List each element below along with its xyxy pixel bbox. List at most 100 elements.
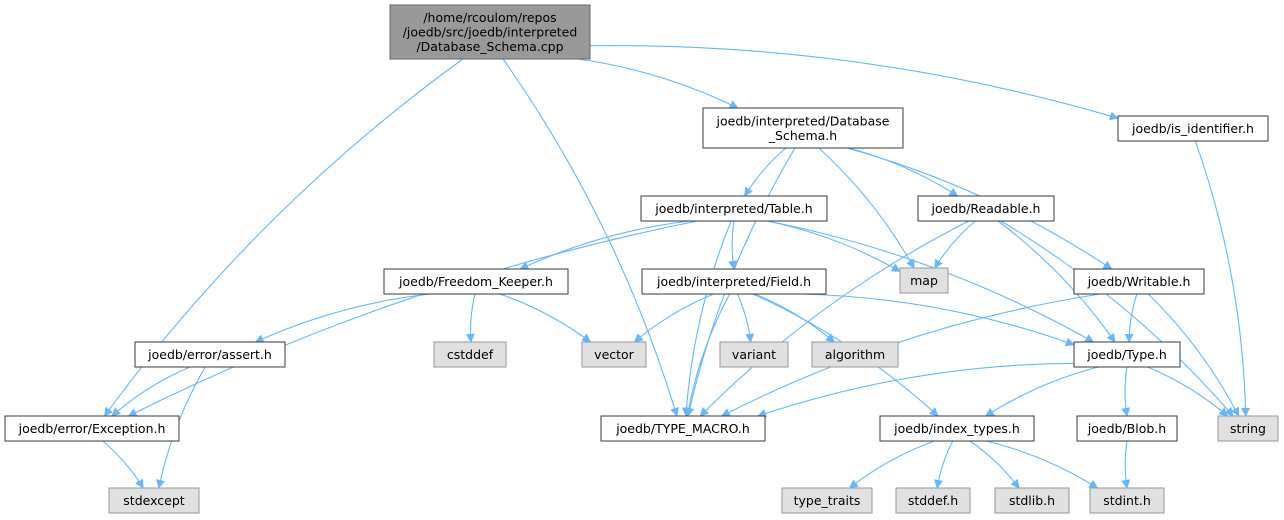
edge-indextypes-to-stdinth — [986, 440, 1099, 489]
node-typemacro[interactable]: joedb/TYPE_MACRO.h — [600, 415, 766, 442]
node-indextypes[interactable]: joedb/index_types.h — [879, 415, 1035, 442]
edge-field-to-type — [801, 293, 1075, 347]
node-box — [994, 487, 1070, 514]
node-box — [1217, 415, 1279, 442]
edge-table-to-typemacro — [681, 220, 732, 417]
node-box — [895, 487, 971, 514]
node-variant: variant — [719, 341, 789, 368]
edge-readable-to-type — [997, 220, 1116, 343]
node-map: map — [899, 267, 949, 294]
node-box — [1076, 415, 1178, 442]
node-box — [1089, 487, 1165, 514]
node-box — [581, 341, 647, 368]
node-typetraits: type_traits — [781, 487, 873, 514]
edge-indextypes-to-typetraits — [848, 440, 935, 489]
edge-field-to-variant — [736, 293, 755, 343]
node-blob[interactable]: joedb/Blob.h — [1076, 415, 1178, 442]
edge-writable-to-string — [1147, 293, 1240, 417]
node-stdinth: stdint.h — [1089, 487, 1165, 514]
node-assert[interactable]: joedb/error/assert.h — [134, 341, 286, 368]
edge-freedom-to-assert — [254, 293, 431, 343]
node-box — [811, 341, 899, 368]
node-box — [879, 415, 1035, 442]
edge-field-to-vector — [633, 293, 714, 343]
edge-writable-to-typemacro — [720, 293, 1101, 417]
edge-root-to-isident — [589, 45, 1119, 121]
edge-dbschema-to-table — [744, 147, 787, 197]
edge-isident-to-string — [1194, 140, 1251, 417]
node-box — [719, 341, 789, 368]
node-label: stdexcept — [123, 493, 184, 508]
node-label: map — [910, 273, 938, 288]
node-label: variant — [732, 347, 776, 362]
node-stdexcept: stdexcept — [108, 487, 200, 514]
node-label: joedb/Freedom_Keeper.h — [398, 274, 553, 289]
edge-field-to-algorithm — [754, 293, 835, 343]
node-label: joedb/Type.h — [1086, 347, 1167, 362]
node-label: stdlib.h — [1009, 493, 1055, 508]
node-label: string — [1230, 421, 1266, 436]
node-freedom[interactable]: joedb/Freedom_Keeper.h — [383, 268, 569, 295]
node-isident[interactable]: joedb/is_identifier.h — [1117, 115, 1269, 142]
edge-blob-to-stdinth — [1121, 440, 1131, 489]
node-box — [134, 341, 286, 368]
node-label: vector — [594, 347, 635, 362]
node-algorithm: algorithm — [811, 341, 899, 368]
node-box — [600, 415, 766, 442]
node-box — [389, 4, 591, 60]
node-label: joedb/is_identifier.h — [1131, 121, 1254, 136]
node-cstddef: cstddef — [433, 341, 507, 368]
node-label: algorithm — [825, 347, 885, 362]
node-box — [433, 341, 507, 368]
node-label: cstddef — [447, 347, 494, 362]
node-label: joedb/Blob.h — [1087, 421, 1166, 436]
edge-table-to-field — [728, 220, 738, 270]
node-box — [1073, 341, 1181, 368]
edge-readable-to-typemacro — [699, 220, 970, 417]
node-box — [641, 268, 827, 295]
edge-root-to-typemacro — [502, 58, 679, 417]
node-readable[interactable]: joedb/Readable.h — [917, 195, 1055, 222]
node-label: joedb/interpreted/Database — [716, 113, 890, 128]
edge-indextypes-to-stdlibh — [969, 440, 1020, 489]
node-box — [383, 268, 569, 295]
node-table[interactable]: joedb/interpreted/Table.h — [640, 195, 828, 222]
edge-indextypes-to-stddefh — [934, 440, 954, 489]
node-box — [899, 267, 949, 294]
node-root: /home/rcoulom/repos/joedb/src/joedb/inte… — [389, 4, 591, 60]
edge-dbschema-to-map — [818, 147, 915, 269]
edge-field-to-typemacro — [684, 293, 731, 417]
node-label: joedb/error/assert.h — [147, 347, 272, 362]
edge-table-to-map — [766, 220, 901, 272]
edge-table-to-freedom — [519, 220, 690, 270]
node-exception[interactable]: joedb/error/Exception.h — [4, 415, 180, 442]
node-label: joedb/interpreted/Field.h — [656, 274, 811, 289]
node-box — [640, 195, 828, 222]
node-type[interactable]: joedb/Type.h — [1073, 341, 1181, 368]
node-stdlibh: stdlib.h — [994, 487, 1070, 514]
edge-exception-to-stdexcept — [102, 440, 144, 489]
edge-assert-to-exception — [111, 366, 191, 417]
node-dbschema[interactable]: joedb/interpreted/Database_Schema.h — [702, 107, 904, 149]
node-label: type_traits — [794, 493, 861, 508]
node-label: stddef.h — [908, 493, 958, 508]
edge-readable-to-string — [1000, 220, 1234, 417]
node-label: joedb/error/Exception.h — [18, 421, 166, 436]
node-label: /Database_Schema.cpp — [416, 39, 563, 54]
edge-type-to-indextypes — [984, 366, 1099, 417]
node-label: stdint.h — [1103, 493, 1151, 508]
edge-freedom-to-cstddef — [465, 293, 476, 343]
nodes-layer: /home/rcoulom/repos/joedb/src/joedb/inte… — [4, 4, 1279, 514]
edge-type-to-blob — [1121, 366, 1131, 417]
node-label: joedb/index_types.h — [893, 421, 1020, 436]
node-label: joedb/Readable.h — [931, 201, 1041, 216]
node-box — [4, 415, 180, 442]
edge-dbschema-to-readable — [848, 147, 959, 197]
node-box — [702, 107, 904, 149]
node-label: joedb/TYPE_MACRO.h — [615, 421, 750, 436]
edge-table-to-exception — [127, 220, 698, 417]
node-label: /home/rcoulom/repos — [423, 10, 556, 25]
node-writable[interactable]: joedb/Writable.h — [1073, 268, 1205, 295]
node-field[interactable]: joedb/interpreted/Field.h — [641, 268, 827, 295]
